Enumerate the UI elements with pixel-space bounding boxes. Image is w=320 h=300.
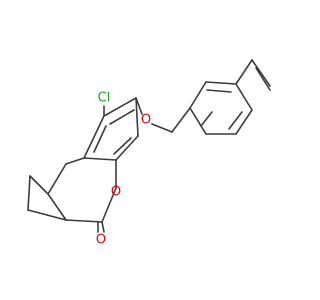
molecule-diagram: Cl O O O xyxy=(27,59,271,248)
bond xyxy=(29,175,49,195)
bond xyxy=(27,175,31,211)
bond xyxy=(135,97,143,115)
bond xyxy=(47,193,67,221)
ring-oxygen-label: O xyxy=(111,185,121,200)
bond xyxy=(83,157,117,161)
bond xyxy=(206,89,232,93)
bond xyxy=(65,219,103,223)
bond xyxy=(27,209,67,221)
bond xyxy=(65,157,85,165)
bond xyxy=(171,107,191,133)
atom-labels: Cl O O O xyxy=(96,91,151,248)
bond xyxy=(255,67,271,91)
bond xyxy=(103,97,137,117)
bond xyxy=(93,125,107,153)
bond xyxy=(189,107,207,135)
bond xyxy=(101,187,117,223)
bond xyxy=(235,59,253,85)
bond xyxy=(83,115,105,159)
bond xyxy=(151,123,173,133)
bond xyxy=(47,163,67,195)
carbonyl-oxygen-label: O xyxy=(96,233,106,248)
bond xyxy=(235,109,253,135)
bond xyxy=(200,111,213,127)
bond xyxy=(205,81,237,85)
bond xyxy=(113,137,132,155)
structure-svg: Cl O O O xyxy=(27,59,271,248)
bond xyxy=(228,111,243,130)
bond xyxy=(251,59,271,87)
bond xyxy=(115,135,139,161)
bond xyxy=(101,221,105,233)
bond xyxy=(189,81,207,109)
ether-oxygen-label: O xyxy=(141,113,151,128)
bond xyxy=(109,109,135,125)
chlorine-label: Cl xyxy=(98,91,111,106)
bond xyxy=(235,83,253,111)
bonds xyxy=(27,59,271,233)
bond xyxy=(135,97,139,137)
